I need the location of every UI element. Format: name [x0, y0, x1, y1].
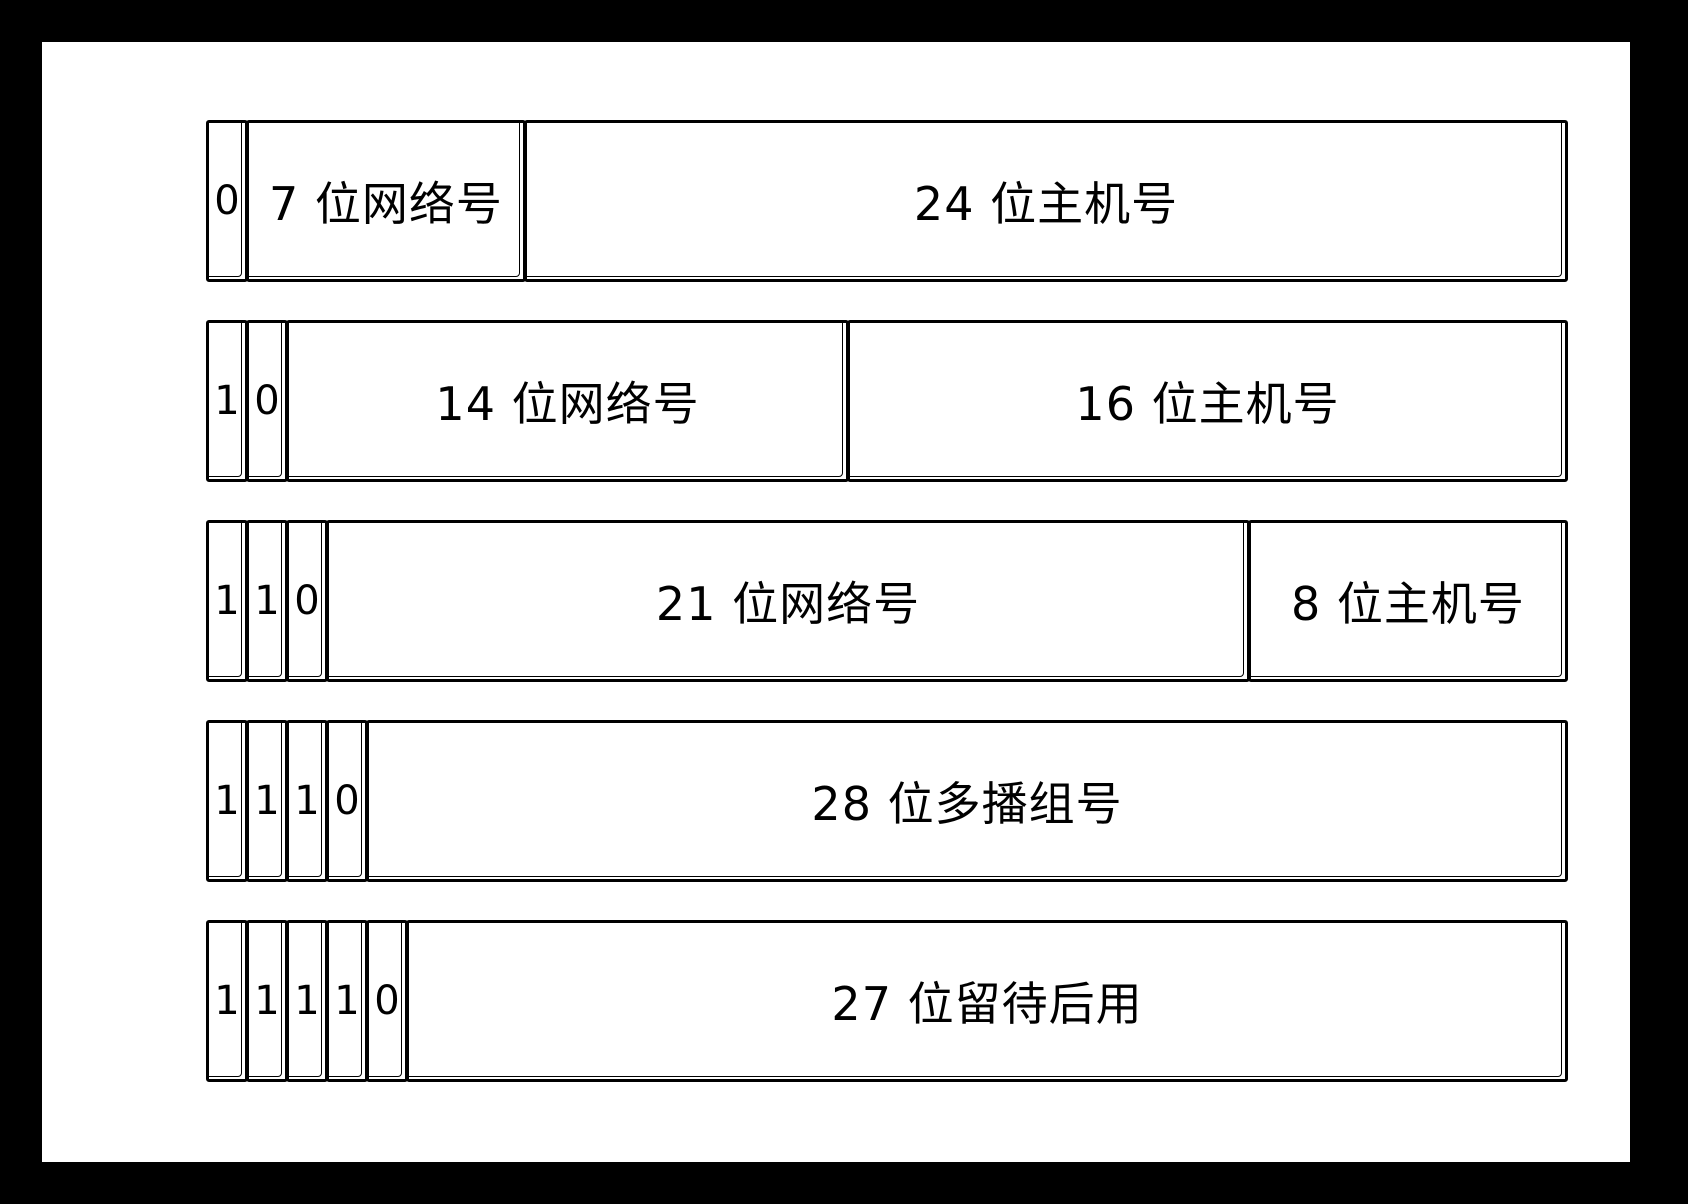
address-row-class-d: 1 1 1 0 28 位多播组号 [206, 720, 1568, 882]
bit-cell: 1 [206, 320, 248, 482]
network-field: 14 位网络号 [286, 320, 849, 482]
bit-cell: 1 [246, 520, 288, 682]
bit-cell: 0 [246, 320, 288, 482]
address-row-class-b: 1 0 14 位网络号 16 位主机号 [206, 320, 1568, 482]
address-row-class-c: 1 1 0 21 位网络号 8 位主机号 [206, 520, 1568, 682]
bit-cell: 0 [286, 520, 328, 682]
diagram-panel: 0 7 位网络号 24 位主机号 1 0 14 位网络号 16 位主机号 1 1… [44, 44, 1628, 1160]
bit-cell: 1 [206, 920, 248, 1082]
bit-cell: 1 [206, 520, 248, 682]
address-row-class-e: 1 1 1 1 0 27 位留待后用 [206, 920, 1568, 1082]
host-field: 8 位主机号 [1248, 520, 1568, 682]
address-row-class-a: 0 7 位网络号 24 位主机号 [206, 120, 1568, 282]
bit-cell: 1 [286, 920, 328, 1082]
bit-cell: 0 [326, 720, 368, 882]
host-field: 16 位主机号 [847, 320, 1568, 482]
reserved-field: 27 位留待后用 [406, 920, 1568, 1082]
bit-cell: 1 [286, 720, 328, 882]
bit-cell: 1 [206, 720, 248, 882]
network-field: 21 位网络号 [326, 520, 1250, 682]
bit-cell: 1 [246, 920, 288, 1082]
multicast-field: 28 位多播组号 [366, 720, 1568, 882]
bit-cell: 0 [206, 120, 248, 282]
network-field: 7 位网络号 [246, 120, 526, 282]
bit-cell: 1 [246, 720, 288, 882]
bit-cell: 0 [366, 920, 408, 1082]
bit-cell: 1 [326, 920, 368, 1082]
host-field: 24 位主机号 [524, 120, 1568, 282]
